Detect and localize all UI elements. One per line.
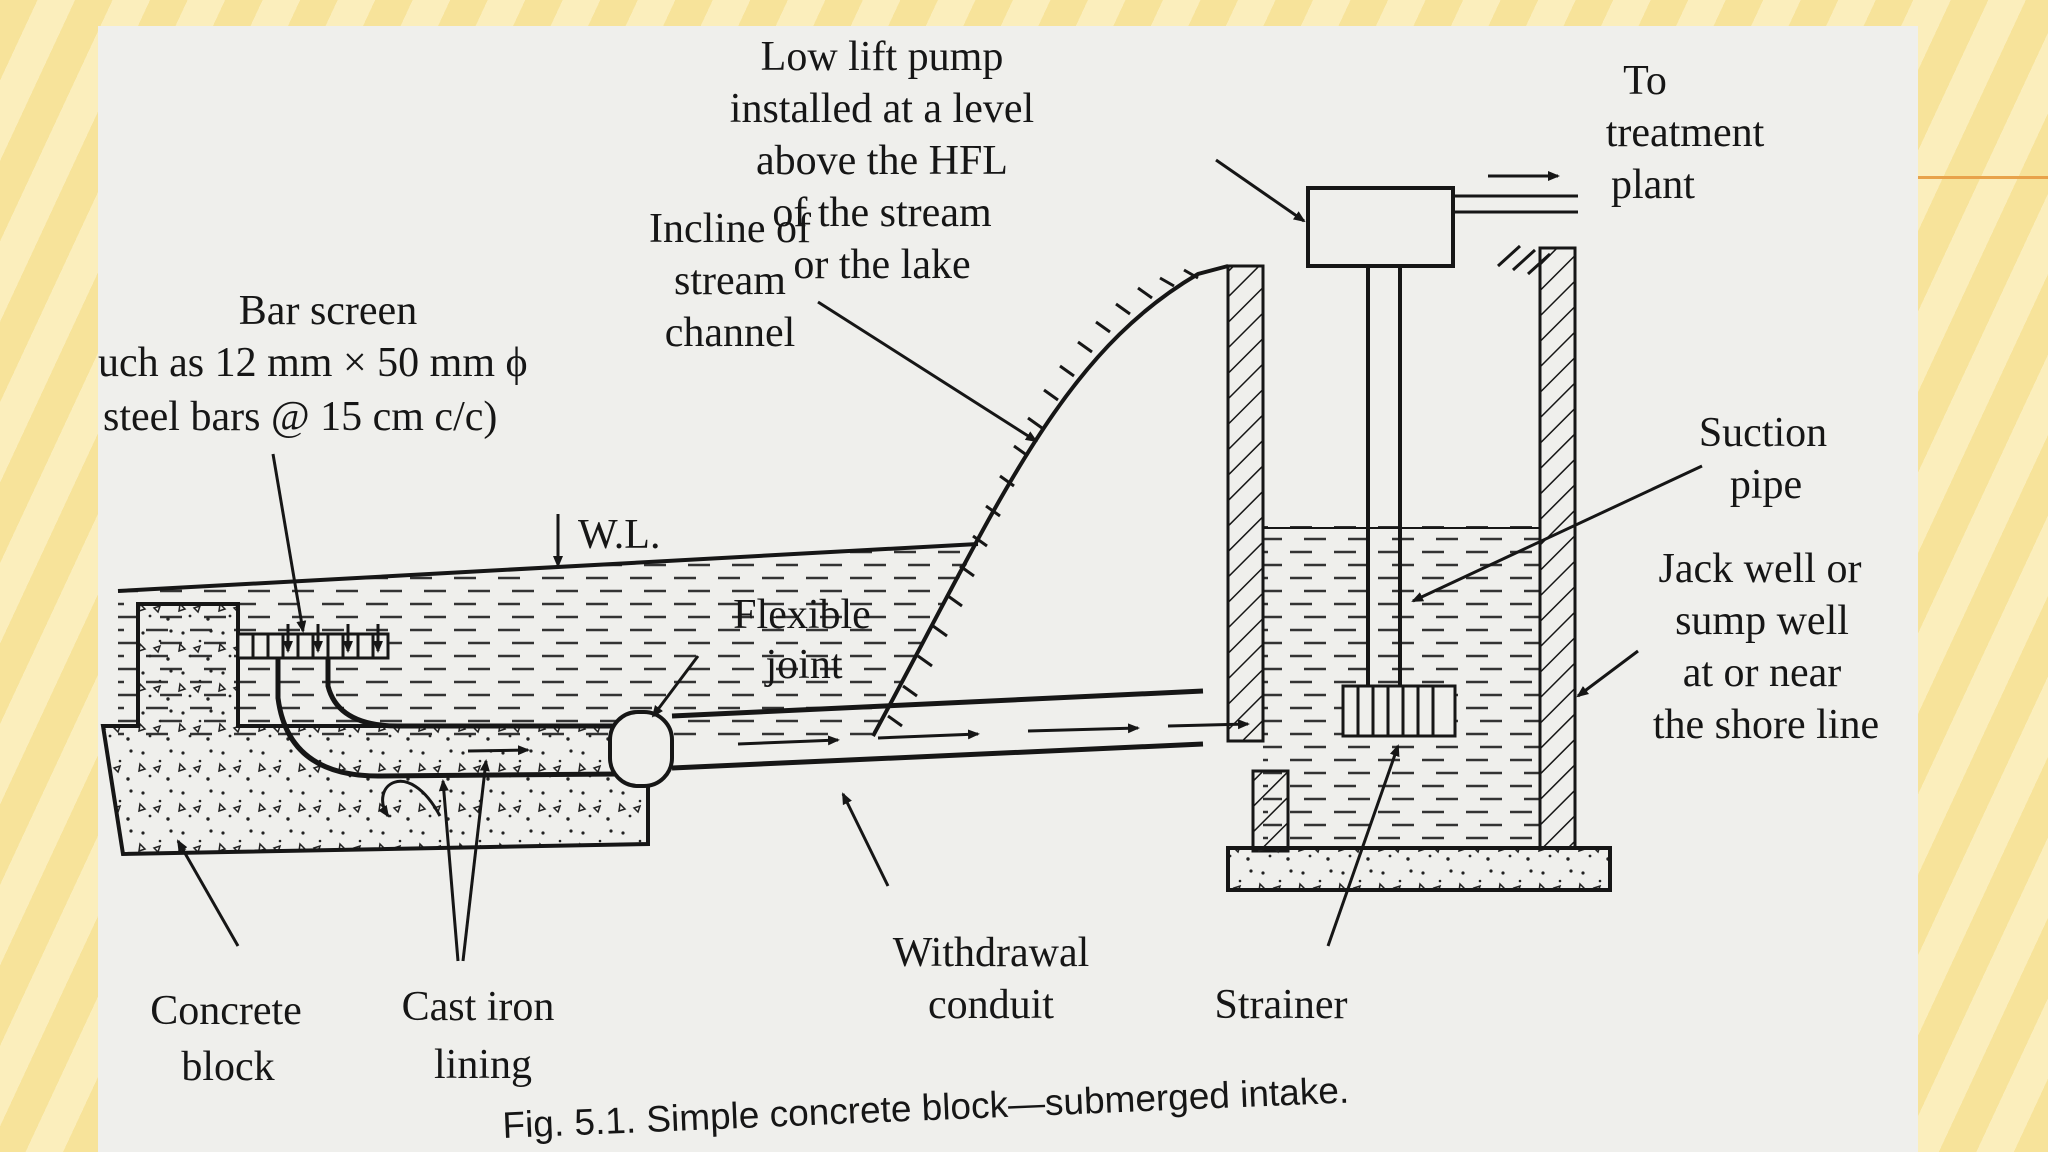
svg-text:To: To	[1623, 58, 1667, 104]
svg-text:Concrete: Concrete	[150, 988, 302, 1034]
label-to-plant-line-3: plant	[1611, 162, 1695, 208]
label-jack-well-line-3: at or near	[1683, 650, 1842, 696]
label-flexible-joint-line-1: Flexible	[733, 592, 871, 638]
intake-diagram: Low lift pump installed at a level above…	[98, 34, 1879, 1146]
svg-text:joint: joint	[763, 642, 842, 688]
leader-incline	[817, 300, 1038, 443]
label-concrete-block-line-2: block	[181, 1044, 274, 1090]
bank-hatch	[887, 268, 1199, 728]
leader-bar-screen-1	[271, 453, 307, 633]
label-concrete-block-line-1: Concrete	[150, 988, 302, 1034]
svg-text:conduit: conduit	[928, 982, 1054, 1028]
label-jack-well-line-2: sump well	[1675, 598, 1849, 644]
jack-well-right-wall	[1538, 246, 1577, 850]
label-pump-line-1: Low lift pump	[761, 34, 1004, 80]
leader-cast-iron-1	[438, 779, 460, 962]
leader-withdrawal-conduit	[841, 792, 890, 887]
label-pump-line-2: installed at a level	[730, 86, 1034, 132]
label-incline-line-3: channel	[665, 310, 796, 356]
strainer	[1341, 684, 1457, 738]
jack-well-left-wall-lower	[1251, 769, 1290, 853]
label-water-level: W.L.	[578, 512, 660, 558]
svg-text:pipe: pipe	[1730, 462, 1802, 508]
svg-text:uch as 12 mm × 50 mm ϕ: uch as 12 mm × 50 mm ϕ	[98, 340, 528, 386]
svg-text:block: block	[181, 1044, 274, 1090]
label-bar-screen-line-1: Bar screen	[239, 288, 417, 334]
river-water	[118, 544, 978, 738]
label-strainer: Strainer	[1215, 982, 1348, 1028]
leader-cast-iron-hook	[378, 780, 442, 818]
leader-strainer	[1326, 744, 1400, 947]
svg-text:or the lake: or the lake	[793, 242, 970, 288]
leader-pump	[1215, 158, 1306, 223]
water-surface-line	[117, 542, 979, 593]
svg-text:Withdrawal: Withdrawal	[893, 930, 1090, 976]
label-bar-screen-line-3: steel bars @ 15 cm c/c)	[103, 394, 497, 440]
diagram-photo: Low lift pump installed at a level above…	[98, 26, 1918, 1152]
svg-text:Flexible: Flexible	[733, 592, 871, 638]
svg-text:stream: stream	[674, 258, 786, 304]
withdrawal-conduit-bottom	[671, 741, 1204, 771]
decorative-accent-line	[1918, 176, 2048, 179]
label-jack-well-line-4: the shore line	[1653, 702, 1879, 748]
leader-concrete-block	[176, 839, 240, 947]
label-flexible-joint-line-2: joint	[763, 642, 842, 688]
label-pump-line-4: of the stream	[772, 190, 992, 236]
svg-text:Incline of: Incline of	[649, 206, 811, 252]
leader-cast-iron-2	[461, 759, 490, 962]
label-bar-screen-line-2: uch as 12 mm × 50 mm ϕ	[98, 340, 528, 386]
svg-text:Suction: Suction	[1699, 410, 1827, 456]
leader-jack-well	[1576, 649, 1639, 698]
label-to-plant-line-1: To	[1623, 58, 1667, 104]
svg-text:Bar screen: Bar screen	[239, 288, 417, 334]
label-withdrawal-line-2: conduit	[928, 982, 1054, 1028]
svg-text:plant: plant	[1611, 162, 1695, 208]
svg-text:Jack well or: Jack well or	[1659, 546, 1862, 592]
label-cast-iron-line-2: lining	[434, 1042, 532, 1088]
label-withdrawal-line-1: Withdrawal	[893, 930, 1090, 976]
svg-text:installed at a level: installed at a level	[730, 86, 1034, 132]
label-pump-line-5: or the lake	[793, 242, 970, 288]
label-pump-line-3: above the HFL	[756, 138, 1008, 184]
label-suction-line-2: pipe	[1730, 462, 1802, 508]
figure-caption: Fig. 5.1. Simple concrete block—submerge…	[502, 1070, 1350, 1146]
low-lift-pump	[1306, 186, 1455, 268]
leader-suction-pipe	[1411, 464, 1703, 603]
withdrawal-conduit-top	[671, 688, 1204, 719]
svg-text:Fig. 5.1. Simple concrete bloc: Fig. 5.1. Simple concrete block—submerge…	[502, 1070, 1350, 1146]
jack-well-left-wall	[1226, 264, 1265, 743]
svg-text:above the HFL: above the HFL	[756, 138, 1008, 184]
label-cast-iron-line-1: Cast iron	[402, 984, 555, 1030]
flexible-joint	[608, 710, 674, 788]
cast-iron-lining-bend	[275, 658, 619, 779]
svg-text:the shore line: the shore line	[1653, 702, 1879, 748]
cast-iron-lining-inner	[325, 658, 618, 729]
svg-text:Strainer: Strainer	[1215, 982, 1348, 1028]
label-incline-line-2: stream	[674, 258, 786, 304]
svg-text:at or near: at or near	[1683, 650, 1842, 696]
svg-text:lining: lining	[434, 1042, 532, 1088]
strainer-slots	[1356, 686, 1435, 736]
svg-text:sump well: sump well	[1675, 598, 1849, 644]
svg-text:Low lift pump: Low lift pump	[761, 34, 1004, 80]
svg-text:Cast iron: Cast iron	[402, 984, 555, 1030]
label-to-plant-line-2: treatment	[1606, 110, 1765, 156]
svg-text:steel bars @ 15 cm c/c): steel bars @ 15 cm c/c)	[103, 394, 497, 440]
leader-flexible-joint	[651, 655, 700, 718]
stream-bank-incline	[871, 264, 1229, 737]
label-jack-well-line-1: Jack well or	[1659, 546, 1862, 592]
svg-text:treatment: treatment	[1606, 110, 1765, 156]
label-incline-line-1: Incline of	[649, 206, 811, 252]
svg-text:channel: channel	[665, 310, 796, 356]
svg-text:W.L.: W.L.	[578, 512, 660, 558]
svg-text:of the stream: of the stream	[772, 190, 992, 236]
concrete-block	[100, 602, 650, 857]
label-suction-line-1: Suction	[1699, 410, 1827, 456]
jack-well-base	[1226, 846, 1612, 892]
